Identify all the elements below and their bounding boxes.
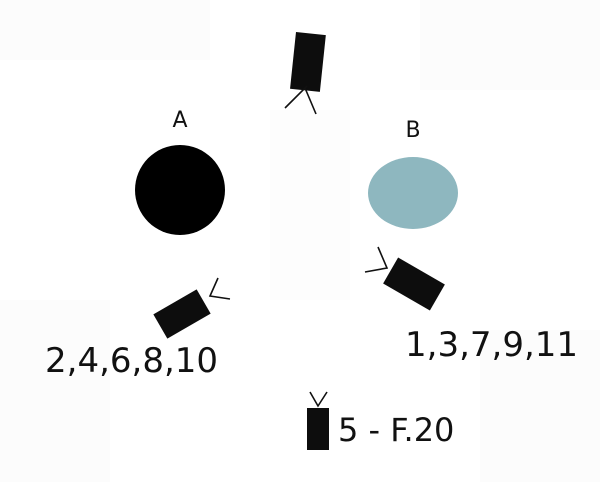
camera-right-body <box>383 257 445 311</box>
camera-bottom-body <box>307 408 329 450</box>
camera-left-body <box>153 289 211 339</box>
camera-left <box>153 277 231 339</box>
circle-b <box>368 157 458 229</box>
camera-bottom <box>307 391 329 450</box>
camera-top-body <box>290 32 326 92</box>
camera-right-lens <box>364 246 389 273</box>
circle-a <box>135 145 225 235</box>
label-a: A <box>172 108 187 133</box>
right-numbers: 1,3,7,9,11 <box>405 325 578 365</box>
bottom-numbers: 5 - F.20 <box>338 411 454 449</box>
left-numbers: 2,4,6,8,10 <box>45 341 218 381</box>
camera-left-lens <box>208 277 231 300</box>
camera-right <box>364 246 445 311</box>
camera-bottom-lens <box>309 391 328 408</box>
label-b: B <box>405 118 420 143</box>
camera-top <box>284 32 326 115</box>
